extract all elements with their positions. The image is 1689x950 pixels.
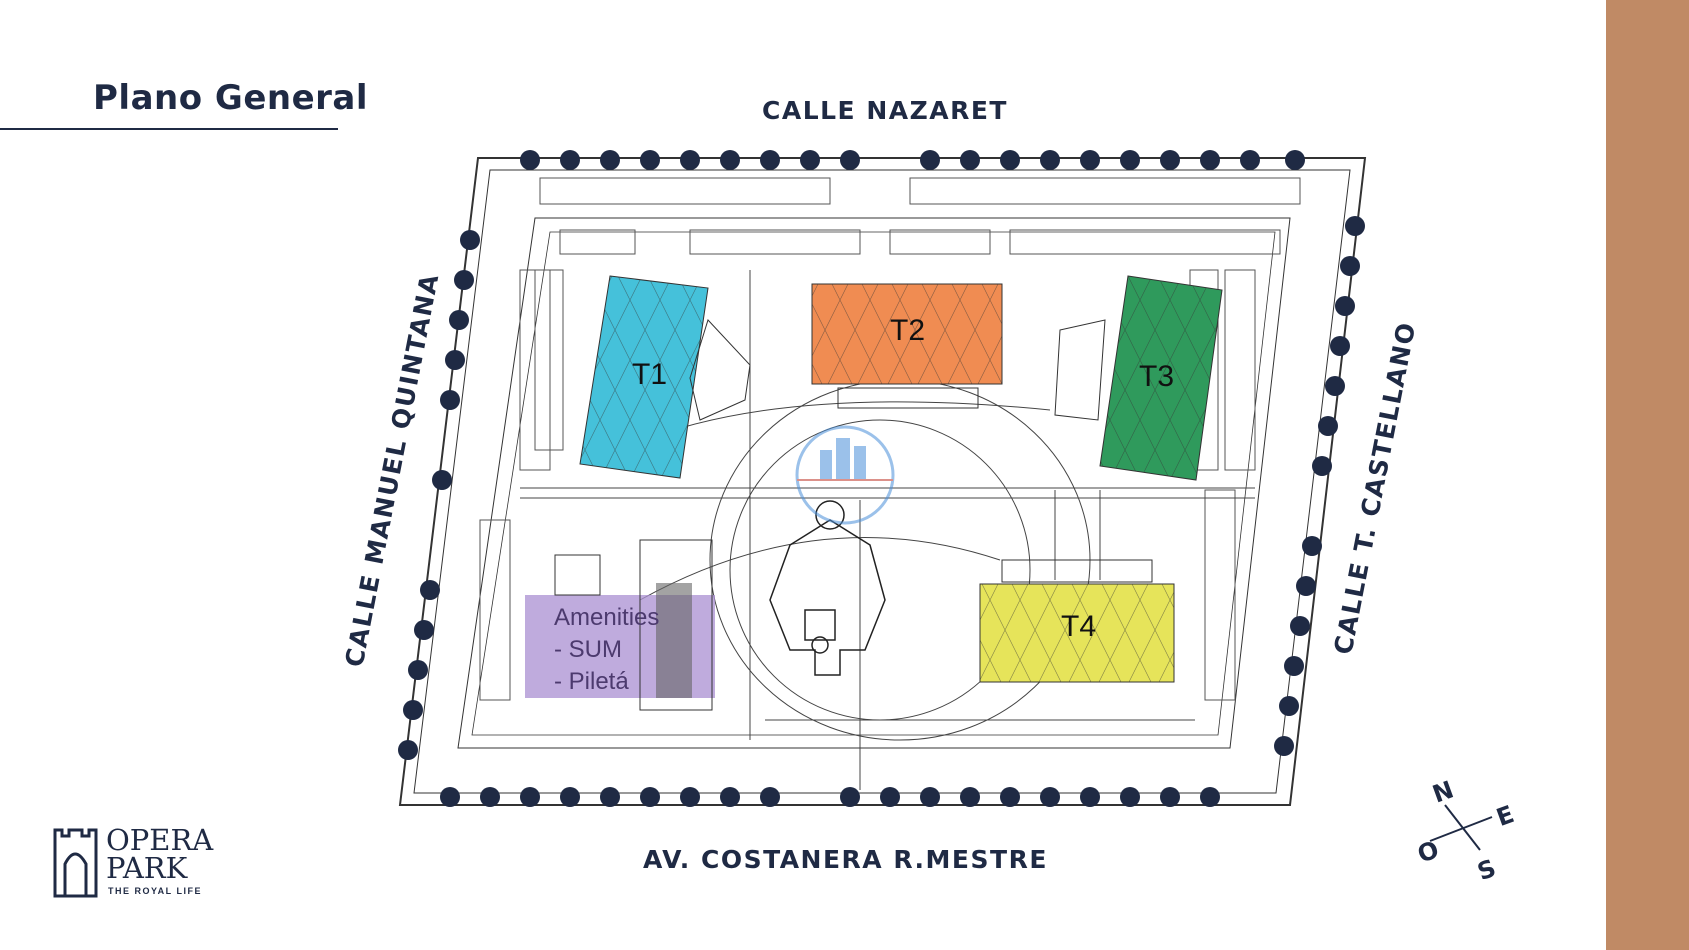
- logo-wordmark-line2: PARK: [106, 851, 188, 885]
- amenities-line-title: Amenities: [554, 604, 660, 631]
- side-accent-bar: [1606, 0, 1689, 950]
- tree-row: [398, 150, 1365, 807]
- tower-label-t1: T1: [632, 358, 668, 391]
- parking-rows: [479, 177, 1301, 701]
- amenities-line-sum: - SUM: [554, 636, 622, 663]
- amenities-label: Amenities - SUM - Piletá: [554, 602, 659, 698]
- tower-t3: [1054, 275, 1223, 481]
- logo-wordmark-line1: OPERA: [106, 823, 214, 857]
- watermark-logo-icon: [795, 425, 895, 525]
- tower-label-t3: T3: [1139, 360, 1175, 393]
- tower-t4: [979, 559, 1175, 683]
- amenities-block: [525, 539, 715, 711]
- title-underline: [0, 128, 338, 130]
- street-label-south: AV. COSTANERA R.MESTRE: [643, 845, 1048, 874]
- tower-t1: [579, 275, 751, 479]
- tower-label-t4: T4: [1061, 610, 1097, 643]
- page-title: Plano General: [93, 78, 369, 118]
- amenities-line-pileta: - Piletá: [554, 668, 629, 695]
- street-label-north: CALLE NAZARET: [762, 96, 1008, 125]
- castle-tower-icon: [53, 828, 98, 898]
- logo-tagline: THE ROYAL LIFE: [108, 886, 203, 896]
- tower-label-t2: T2: [890, 314, 926, 347]
- tower-t2: [811, 283, 1003, 409]
- compass-rose-icon: [1429, 804, 1493, 851]
